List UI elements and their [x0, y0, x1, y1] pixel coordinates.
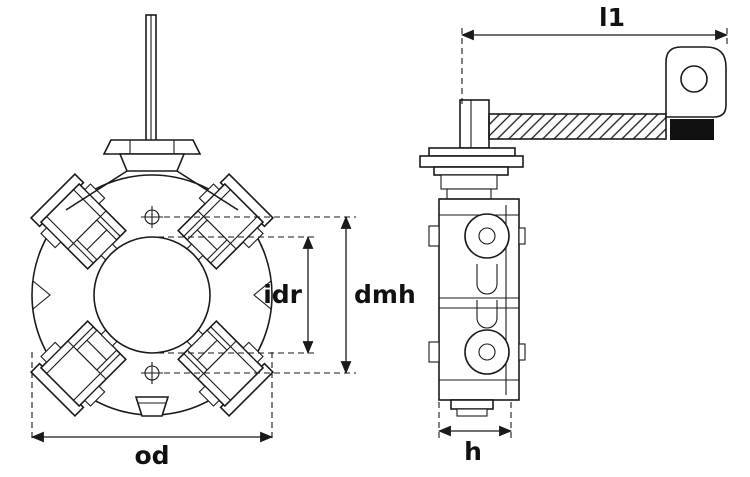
brush-holder-nw	[29, 172, 127, 270]
dimension-od-label: od	[134, 441, 169, 470]
dimension-h: h	[437, 402, 513, 466]
brush-assembly-bottom	[464, 300, 510, 375]
brush-assembly-top	[464, 213, 510, 295]
mounting-flange	[419, 147, 524, 200]
side-view	[419, 46, 727, 417]
bottom-tab	[134, 396, 170, 417]
lug-hole	[680, 65, 708, 93]
dimension-od: od	[30, 352, 274, 470]
terminal-end	[670, 119, 714, 140]
lead-tab	[459, 99, 490, 149]
dimension-dmh: dmh	[164, 215, 416, 375]
dimensions: l1 od idr dmh h	[30, 3, 729, 470]
dimension-dmh-label: dmh	[354, 280, 416, 309]
screw-hole-bottom	[141, 362, 163, 384]
brush-holder-ne	[177, 172, 275, 270]
dimension-idr-label: idr	[263, 280, 302, 309]
dimension-l1: l1	[460, 3, 729, 106]
terminal-blade	[145, 14, 157, 143]
west-notch	[32, 280, 51, 310]
east-notch	[253, 280, 272, 310]
bottom-foot	[450, 399, 494, 417]
brush-holder-se	[177, 320, 275, 418]
dimension-idr: idr	[158, 235, 318, 355]
dimension-h-label: h	[464, 437, 482, 466]
brush-holder-sw	[29, 320, 127, 418]
terminal-lug	[665, 46, 727, 140]
lead-wire	[488, 113, 667, 140]
top-cap	[65, 139, 239, 211]
center-bore	[93, 236, 211, 354]
screw-hole-top	[141, 206, 163, 228]
dimension-l1-label: l1	[599, 3, 625, 32]
front-view	[29, 14, 275, 418]
